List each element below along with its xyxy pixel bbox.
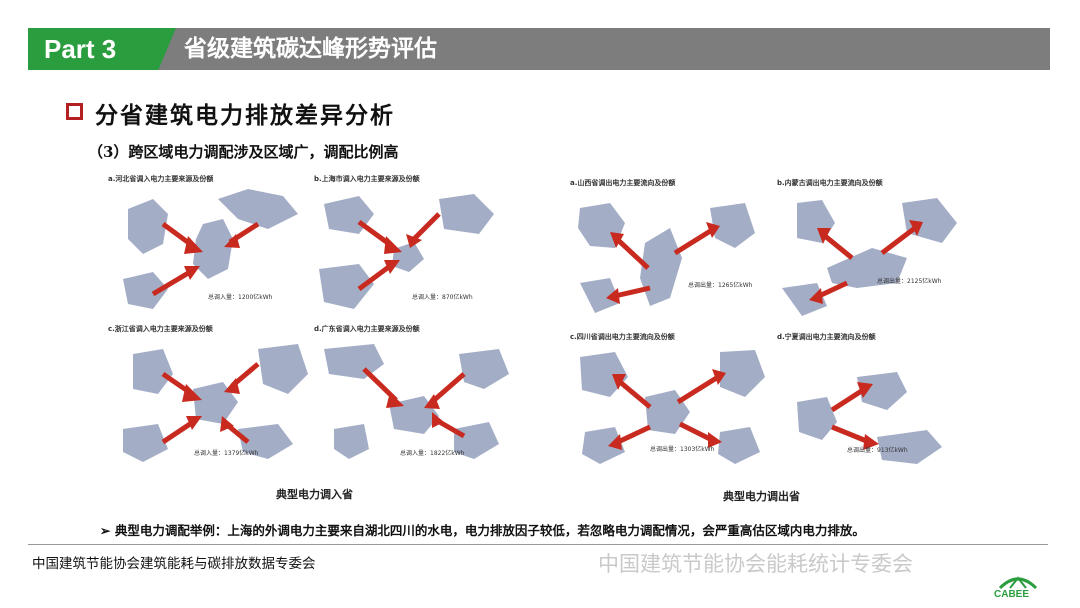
panel-caption: d.宁夏调出电力主要流向及份额 (777, 333, 876, 341)
province-map (797, 372, 942, 464)
section-subtitle: （3）跨区域电力调配涉及区域广，调配比例高 (88, 143, 399, 161)
panel-caption: b.上海市调入电力主要来源及份额 (314, 175, 420, 183)
footer-org: 中国建筑节能协会建筑能耗与碳排放数据专委会 (32, 556, 316, 572)
export-map-group: a.山西省调出电力主要流向及份额 总调出量：1265亿kWh b.内蒙古调出电力… (565, 170, 985, 505)
map-panel-d: d.广东省调入电力主要来源及份额 总调入量：1822亿kWh (314, 324, 524, 474)
map-panel-c: c.浙江省调入电力主要来源及份额 总调入量：1379亿kWh (108, 324, 313, 474)
map-panel-d: d.宁夏调出电力主要流向及份额 总调出量：913亿kWh (777, 332, 982, 482)
map-panel-b: b.上海市调入电力主要来源及份额 总调入量：870亿kWh (314, 174, 524, 324)
total-label: 总调出量：2125亿kWh (877, 278, 942, 285)
total-label: 总调出量：1265亿kWh (688, 282, 753, 289)
province-map (580, 350, 765, 464)
panel-caption: a.山西省调出电力主要流向及份额 (570, 179, 676, 187)
panel-caption: c.浙江省调入电力主要来源及份额 (108, 325, 213, 333)
province-map (578, 203, 755, 313)
page-title: 省级建筑碳达峰形势评估 (184, 36, 437, 62)
total-label: 总调出量：1303亿kWh (650, 446, 715, 453)
example-note: ➢ 典型电力调配举例：上海的外调电力主要来自湖北四川的水电，电力排放因子较低，若… (100, 523, 865, 538)
panel-caption: c.四川省调出电力主要流向及份额 (570, 333, 675, 341)
wechat-watermark: 中国建筑节能协会能耗统计专委会 (598, 552, 913, 576)
header-bar (28, 28, 1050, 70)
province-map (123, 344, 308, 462)
logo-text: CABEE (994, 589, 1030, 600)
total-label: 总调出量：913亿kWh (847, 447, 908, 454)
import-group-label: 典型电力调入省 (276, 488, 353, 501)
map-panel-c: c.四川省调出电力主要流向及份额 总调出量：1303亿kWh (570, 332, 775, 482)
panel-caption: b.内蒙古调出电力主要流向及份额 (777, 179, 883, 187)
total-label: 总调入量：870亿kWh (412, 294, 473, 301)
panel-caption: d.广东省调入电力主要来源及份额 (314, 325, 420, 333)
province-map (782, 198, 957, 316)
province-map (319, 194, 494, 309)
map-panel-b: b.内蒙古调出电力主要流向及份额 总调出量：2125亿kWh (777, 178, 982, 328)
map-panel-a: a.河北省调入电力主要来源及份额 总调入量：1200亿kWh (108, 174, 313, 324)
total-label: 总调入量：1822亿kWh (400, 450, 465, 457)
province-map (324, 344, 509, 459)
import-map-group: a.河北省调入电力主要来源及份额 总调入量：1200亿kWh b.上海市调入电力… (100, 170, 530, 501)
total-label: 总调入量：1379亿kWh (194, 450, 259, 457)
panel-caption: a.河北省调入电力主要来源及份额 (108, 175, 214, 183)
footer-divider (28, 544, 1048, 545)
part-label: Part 3 (28, 28, 176, 70)
map-panel-a: a.山西省调出电力主要流向及份额 总调出量：1265亿kWh (570, 178, 775, 328)
square-bullet-icon (66, 103, 83, 120)
total-label: 总调入量：1200亿kWh (208, 294, 273, 301)
province-map (123, 189, 298, 309)
cabee-logo-icon (998, 576, 1038, 590)
section-title: 分省建筑电力排放差异分析 (95, 102, 395, 129)
export-group-label: 典型电力调出省 (723, 490, 800, 503)
